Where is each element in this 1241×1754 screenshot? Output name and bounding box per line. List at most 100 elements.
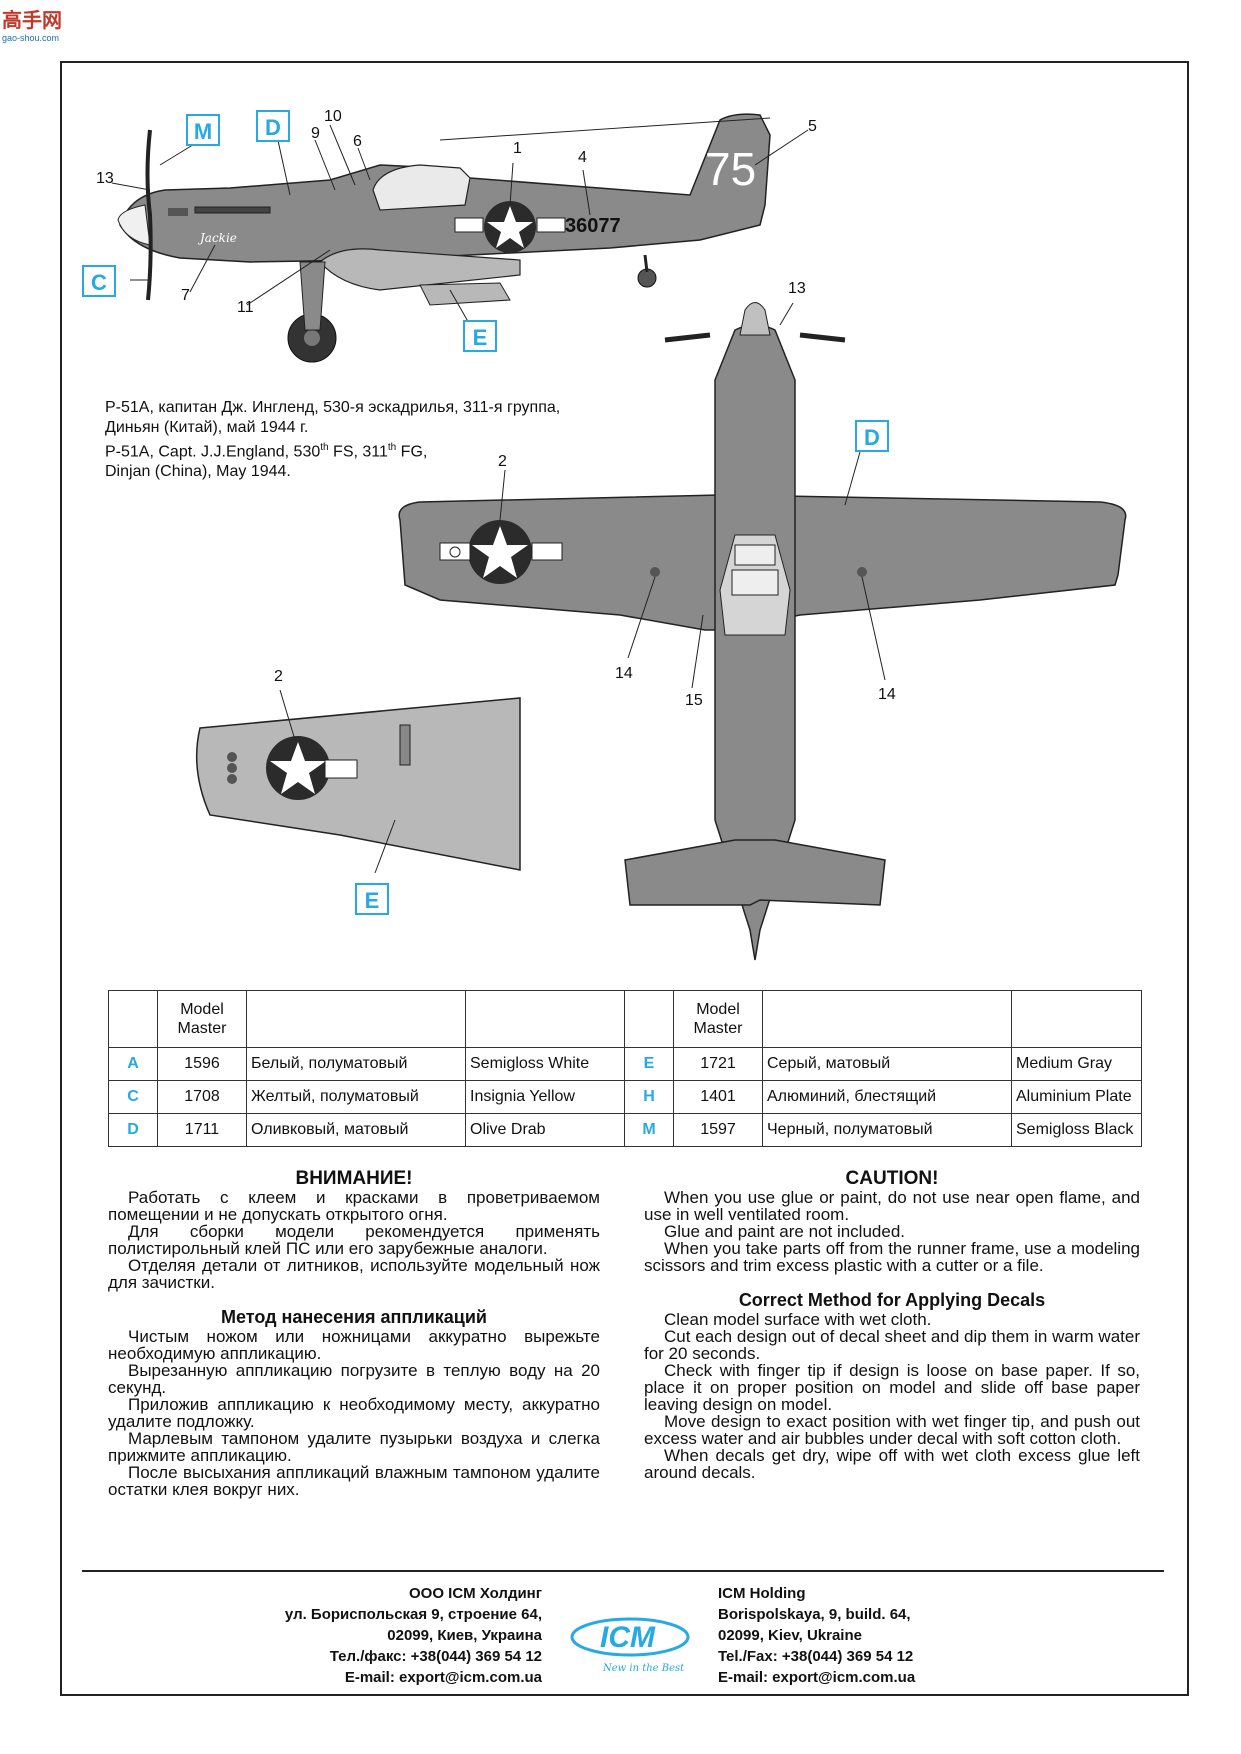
instructions-ru: ВНИМАНИЕ! Работать с клеем и красками в … [108,1168,600,1499]
paint-table-header: Model Master Model Master [108,990,1142,1048]
callout-14-left: 14 [615,665,633,682]
caption-en-line1: P-51A, Capt. J.J.England, 530th FS, 311t… [105,442,428,461]
paint-row: C 1708 Желтый, полуматовый Insignia Yell… [108,1080,1142,1114]
logo-tagline: New in the Best [602,1663,685,1674]
paint-name-ru: Оливковый, матовый [246,1113,466,1147]
address-line: ООО ICM Холдинг [408,1585,542,1602]
detail-callout-lines [279,689,396,874]
paint-name-en: Olive Drab [465,1113,625,1147]
paragraph: When you use glue or paint, do not use n… [644,1188,1140,1224]
callout-11: 11 [237,299,254,316]
footer-divider [82,1570,1164,1572]
marker-d-top: D [855,420,889,452]
paint-letter: H [624,1080,674,1114]
underwing-detail [195,697,521,871]
paragraph: When you take parts off from the runner … [644,1239,1140,1275]
paragraph: Вырезанную аппликацию погрузите в теплую… [108,1361,600,1397]
paint-letter: M [624,1113,674,1147]
paragraph: После высыхания аппликаций влажным тампо… [108,1463,600,1499]
paint-header-left: Model Master [157,990,247,1048]
paint-name-ru: Белый, полуматовый [246,1047,466,1081]
paint-letter: E [624,1047,674,1081]
paint-number: 1721 [673,1047,763,1081]
callout-4: 4 [578,149,587,166]
address-line: 02099, Киев, Украина [387,1627,542,1644]
paint-table: Model Master Model Master A 1596 Белый, … [108,990,1142,1147]
watermark-url: gao-shou.com [2,33,60,43]
paint-number: 1597 [673,1113,763,1147]
callout-5: 5 [808,118,817,135]
paint-letter: C [108,1080,158,1114]
address-en: ICM Holding Borispolskaya, 9, build. 64,… [718,1583,1048,1688]
paint-name-en: Medium Gray [1011,1047,1142,1081]
callout-10: 10 [324,108,342,125]
caption-ru-line1: P-51A, капитан Дж. Ингленд, 530-я эскадр… [105,399,561,416]
callout-2-detail: 2 [274,668,283,685]
caption-ru-line2: Диньян (Китай), май 1944 г. [105,419,309,436]
aircraft-tail-number: 75 [705,143,756,195]
paragraph: Move design to exact position with wet f… [644,1412,1140,1448]
address-line: Borispolskaya, 9, build. 64, [718,1606,911,1623]
caution-title-ru: ВНИМАНИЕ! [295,1168,413,1189]
marker-d-side: D [256,110,290,142]
paint-letter: D [108,1113,158,1147]
paint-number: 1708 [157,1080,247,1114]
paint-name-ru: Черный, полуматовый [762,1113,1012,1147]
decals-title-en: Correct Method for Applying Decals [738,1290,1046,1310]
address-line: Tel./Fax: +38(044) 369 54 12 [718,1648,914,1665]
callout-14-right: 14 [878,686,896,703]
watermark: 高手网 gao-shou.com [2,4,62,43]
paint-number: 1401 [673,1080,763,1114]
address-line: ул. Бориспольская 9, строение 64, [284,1606,542,1623]
address-line: 02099, Kiev, Ukraine [718,1627,862,1644]
paint-number: 1596 [157,1047,247,1081]
paragraph: Check with finger tip if design is loose… [644,1361,1140,1414]
paint-name-en: Semigloss White [465,1047,625,1081]
callout-13-side: 13 [96,170,114,187]
marker-m: M [186,114,220,146]
paint-name-en: Insignia Yellow [465,1080,625,1114]
paragraph: Clean model surface with wet cloth. [664,1310,932,1329]
marker-c: C [82,265,116,297]
paint-row: A 1596 Белый, полуматовый Semigloss Whit… [108,1047,1142,1081]
top-view [398,302,1127,961]
callout-13-top: 13 [788,280,806,297]
icm-logo: ICM New in the Best [570,1617,690,1674]
callout-1: 1 [513,140,522,157]
paint-header-right: Model Master [673,990,763,1048]
top-callout-lines [499,302,886,689]
caution-title-en: CAUTION! [845,1168,939,1189]
paint-name-ru: Серый, матовый [762,1047,1012,1081]
paragraph: Отделяя детали от литников, используйте … [108,1256,600,1292]
address-line: E-mail: export@icm.com.ua [718,1669,916,1686]
address-line: Тел./факс: +38(044) 369 54 12 [329,1648,542,1665]
paint-name-en: Aluminium Plate [1011,1080,1142,1114]
page-frame [60,61,1189,1696]
paint-name-ru: Алюминий, блестящий [762,1080,1012,1114]
address-line: ICM Holding [718,1585,806,1602]
paint-row: D 1711 Оливковый, матовый Olive Drab M 1… [108,1113,1142,1147]
aircraft-nose-name: Jackie [197,231,237,245]
paragraph: Cut each design out of decal sheet and d… [644,1327,1140,1363]
paint-name-en: Semigloss Black [1011,1113,1142,1147]
callout-15: 15 [685,692,703,709]
aircraft-illustrations: 36077 75 Jackie [111,113,1127,961]
paragraph: Чистым ножом или ножницами аккуратно выр… [108,1327,600,1363]
watermark-text: 高手网 [2,10,62,32]
callout-2-top: 2 [498,453,507,470]
address-line: E-mail: export@icm.com.ua [344,1669,542,1686]
paragraph: Работать с клеем и красками в проветрива… [108,1188,600,1224]
paint-number: 1711 [157,1113,247,1147]
decals-title-ru: Метод нанесения аппликаций [221,1307,487,1327]
callout-6: 6 [353,133,362,150]
paragraph: When decals get dry, wipe off with wet c… [644,1446,1140,1482]
callout-7: 7 [181,287,190,304]
instructions-en: CAUTION! When you use glue or paint, do … [644,1168,1140,1482]
side-view [117,113,771,363]
logo-text: ICM [600,1621,656,1654]
marker-e-detail: E [355,883,389,915]
side-callout-lines [111,124,809,326]
marker-e-side: E [463,320,497,352]
paragraph: Для сборки модели рекомендуется применят… [108,1222,600,1258]
aircraft-caption: P-51A, капитан Дж. Ингленд, 530-я эскадр… [105,398,560,482]
